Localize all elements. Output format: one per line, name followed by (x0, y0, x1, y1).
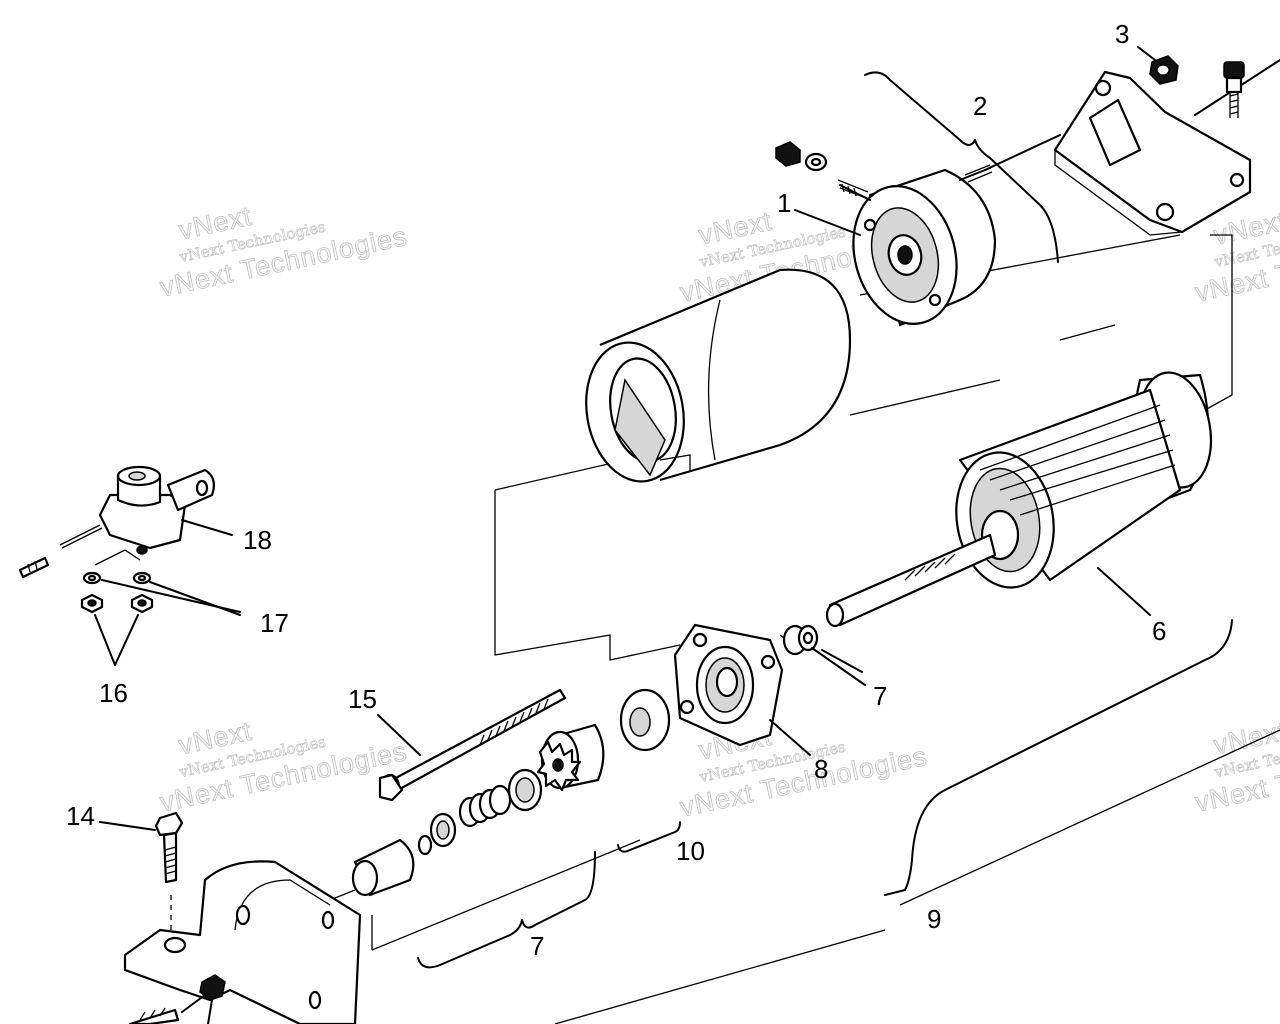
part-2-brace (864, 71, 1059, 263)
callout-8: 8 (814, 754, 828, 784)
callout-2: 2 (973, 91, 987, 121)
callout-17: 17 (260, 608, 289, 638)
part-9-brace (884, 619, 1233, 896)
callout-7-right: 7 (873, 681, 887, 711)
assembly-axis-lines (179, 59, 1280, 1024)
part-17-washers (82, 571, 241, 616)
callout-10: 10 (676, 836, 705, 866)
part-10-pinion-drive (351, 723, 681, 897)
part-7-brace-lower (417, 851, 596, 969)
callout-6: 6 (1152, 616, 1166, 646)
part-3-nut (1137, 46, 1179, 85)
watermark-bottom-right: vNext vNext Technologies vNext Technolog… (1192, 715, 1280, 818)
callout-7-lower: 7 (530, 931, 544, 961)
watermark-top-left: vNext vNext Technologies vNext Technolog… (157, 200, 410, 303)
bottom-mount-bracket (123, 860, 362, 1024)
part-7-washers-right (782, 624, 866, 686)
callout-labels: 1 2 3 6 7 8 9 10 7 14 15 16 17 18 (66, 19, 1166, 961)
callout-15: 15 (348, 684, 377, 714)
part-14-bolt (99, 811, 184, 935)
callout-14: 14 (66, 801, 95, 831)
callout-9: 9 (927, 904, 941, 934)
part-2-bracket (1053, 70, 1252, 236)
part-15-through-bolt (377, 688, 567, 802)
part-16-nuts (80, 593, 154, 666)
callout-1: 1 (777, 188, 791, 218)
callout-3: 3 (1115, 19, 1129, 49)
part-18-solenoid (18, 465, 233, 579)
part-8-drive-end-plate (619, 623, 811, 756)
bolt-top-right (1223, 61, 1245, 118)
housing-cylinder (585, 268, 852, 483)
callout-18: 18 (243, 525, 272, 555)
part-6-armature (825, 371, 1213, 628)
part-1-end-cap (775, 141, 997, 327)
callout-16: 16 (99, 678, 128, 708)
